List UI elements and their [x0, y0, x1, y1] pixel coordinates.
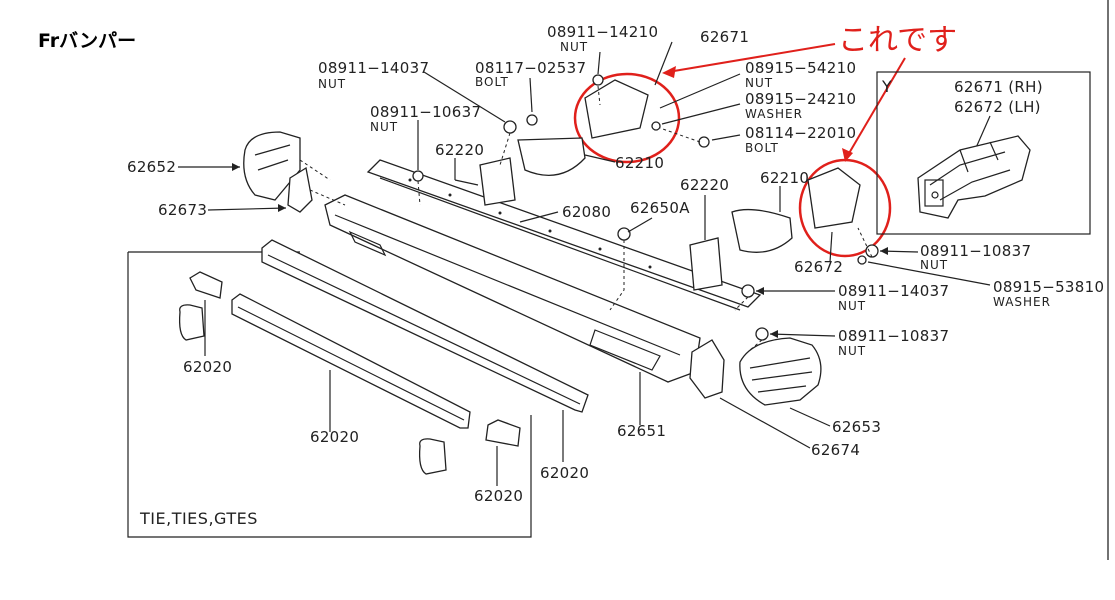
- highlight-circle-62672: [798, 158, 892, 258]
- label-nut-14037: 08911−14037: [318, 59, 429, 77]
- label-62653: 62653: [832, 418, 881, 436]
- label-62671: 62671: [700, 28, 749, 46]
- bracket-62672: [807, 167, 861, 229]
- label-nut-54210: 08915−54210: [745, 59, 856, 77]
- label-nut-10837-a-type: NUT: [920, 258, 948, 272]
- label-bolt-02537: 08117−02537: [475, 59, 586, 77]
- label-bolt-22010-type: BOLT: [745, 141, 779, 155]
- nut-08911-14037: [503, 120, 517, 134]
- inset-models-label: TIE,TIES,GTES: [139, 509, 258, 528]
- bumper-reinforcement-62080: [366, 159, 762, 311]
- end-cap-62020-left: [189, 271, 223, 299]
- nut-08911-10837-a: [865, 244, 879, 258]
- label-nut-10837-b-type: NUT: [838, 344, 866, 358]
- label-62020-c: 62020: [474, 487, 523, 505]
- inset-y-bracket-drawing: [917, 135, 1031, 219]
- inset-y-rh-label: 62671 (RH): [954, 78, 1043, 96]
- label-bolt-02537-type: BOLT: [475, 75, 509, 89]
- inset-y-tag: Y: [881, 77, 892, 96]
- label-62650a: 62650A: [630, 199, 690, 217]
- bracket-62671: [584, 79, 649, 139]
- annotation-arrow-1: [667, 43, 836, 73]
- inset-models-frame: [127, 252, 532, 538]
- label-nut-14037-b-type: NUT: [838, 299, 866, 313]
- bolt-08117-02537: [526, 114, 538, 126]
- washer-08915-24210: [651, 121, 661, 131]
- label-62672: 62672: [794, 258, 843, 276]
- moulding-62020-upper: [261, 239, 589, 413]
- label-nut-54210-type: NUT: [745, 76, 773, 90]
- stay-62220-right: [689, 237, 723, 291]
- label-62020-b: 62020: [310, 428, 359, 446]
- label-62651: 62651: [617, 422, 666, 440]
- label-62020-d: 62020: [540, 464, 589, 482]
- label-washer-53810: 08915−53810: [993, 278, 1104, 296]
- label-62674: 62674: [811, 441, 860, 459]
- bracket-62673: [287, 166, 313, 213]
- clip-right: [418, 438, 447, 475]
- label-nut-14037-type: NUT: [318, 77, 346, 91]
- annotation-text: これです: [838, 23, 957, 58]
- corner-cover-62653: [739, 337, 822, 406]
- label-washer-24210-type: WASHER: [745, 107, 803, 121]
- moulding-62020-lower: [231, 293, 471, 429]
- end-cap-62020-right: [485, 419, 521, 447]
- bolt-62650a: [617, 227, 631, 241]
- label-nut-10837-a: 08911−10837: [920, 242, 1031, 260]
- label-nut-10837-b: 08911−10837: [838, 327, 949, 345]
- diagram-title: Frバンパー: [38, 30, 136, 52]
- label-62673: 62673: [158, 201, 207, 219]
- bolt-08114-22010: [698, 136, 710, 148]
- label-62220-a: 62220: [435, 141, 484, 159]
- stay-62220-left: [479, 157, 516, 206]
- inset-y-frame: [876, 71, 1091, 235]
- label-nut-14037-b: 08911−14037: [838, 282, 949, 300]
- label-62020-a: 62020: [183, 358, 232, 376]
- leader-arrowheads: [232, 163, 888, 338]
- clip-left: [178, 304, 205, 341]
- inset-y-lh-label: 62672 (LH): [954, 98, 1041, 116]
- label-washer-24210: 08915−24210: [745, 90, 856, 108]
- leader-lines: [178, 41, 991, 486]
- label-nut-14210-type: NUT: [560, 40, 588, 54]
- nut-08911-14210: [592, 74, 604, 86]
- label-nut-10637: 08911−10637: [370, 103, 481, 121]
- highlight-circle-62671: [573, 72, 681, 164]
- bracket-62674: [689, 339, 725, 399]
- label-62220-b: 62220: [680, 176, 729, 194]
- annotation-arrowhead-1: [662, 66, 676, 78]
- inset-y-leader: [974, 115, 991, 151]
- washer-08915-53810: [857, 255, 867, 265]
- annotation-arrowhead-2: [842, 148, 853, 162]
- nut-08911-10837-b: [755, 327, 769, 341]
- label-nut-10637-type: NUT: [370, 120, 398, 134]
- label-62210-a: 62210: [615, 154, 664, 172]
- label-washer-53810-type: WASHER: [993, 295, 1051, 309]
- strap-62210-left: [517, 137, 586, 176]
- nut-08911-14037-b: [741, 284, 755, 298]
- label-62652: 62652: [127, 158, 176, 176]
- label-nut-14210: 08911−14210: [547, 23, 658, 41]
- nut-08911-10637: [412, 170, 424, 182]
- label-bolt-22010: 08114−22010: [745, 124, 856, 142]
- label-62210-b: 62210: [760, 169, 809, 187]
- strap-62210-right: [731, 208, 793, 253]
- label-62080: 62080: [562, 203, 611, 221]
